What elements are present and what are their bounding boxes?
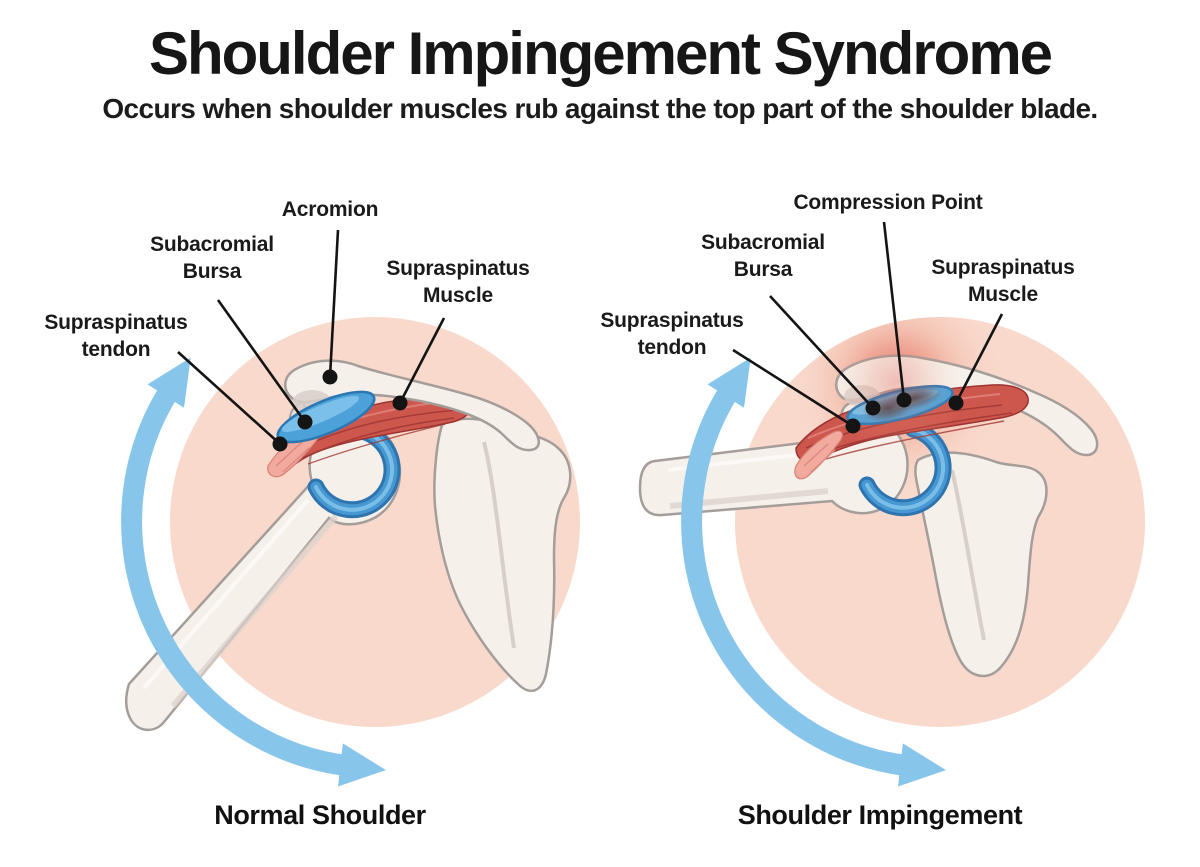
- leader-dots: [845, 392, 964, 434]
- leader-dot-muscle: [392, 395, 408, 411]
- leader-line-tendon: [732, 348, 854, 428]
- label-acromion: Acromion: [281, 198, 379, 221]
- leader-line-muscle: [954, 313, 1004, 404]
- leader-dot-muscle: [948, 395, 964, 411]
- leader-line-bursa: [769, 295, 874, 409]
- motion-arrow: [681, 357, 946, 787]
- label-supraspinatus-tendon: Supraspinatus tendon: [600, 309, 744, 359]
- label-subacromial-bursa: Subacromial Bursa: [701, 231, 825, 281]
- motion-arrow: [121, 357, 386, 787]
- leader-line-bursa: [216, 299, 307, 423]
- label-compression-point: Compression Point: [793, 191, 983, 214]
- scapula-ridge: [482, 441, 516, 649]
- leader-dot-acromion: [322, 369, 338, 385]
- page-subtitle: Occurs when shoulder muscles rub against…: [102, 93, 1098, 124]
- leader-line-acromion: [328, 229, 340, 378]
- leader-lines: [732, 221, 1004, 428]
- caption-normal-shoulder: Normal Shoulder: [214, 800, 426, 830]
- leader-dot-tendon: [272, 436, 288, 452]
- leader-dots: [272, 369, 408, 452]
- leader-dot-bursa: [865, 400, 881, 416]
- label-supraspinatus-muscle: Supraspinatus Muscle: [931, 256, 1075, 306]
- scapula-ridge: [950, 469, 986, 641]
- leader-dot-bursa: [297, 414, 313, 430]
- leader-dot-compression: [896, 392, 912, 408]
- label-subacromial-bursa: Subacromial Bursa: [150, 233, 274, 283]
- label-supraspinatus-muscle: Supraspinatus Muscle: [386, 257, 530, 307]
- panel-shoulder-impingement: Compression Point Subacromial Bursa Supr…: [600, 170, 1160, 850]
- leader-line-tendon: [177, 351, 281, 445]
- leader-line-muscle: [398, 317, 446, 404]
- leader-lines: [177, 229, 446, 445]
- normal-shoulder-illustration: [121, 229, 580, 787]
- leader-line-compression: [882, 221, 906, 401]
- impingement-shoulder-illustration: [638, 221, 1145, 787]
- caption-shoulder-impingement: Shoulder Impingement: [737, 800, 1023, 830]
- page-title: Shoulder Impingement Syndrome: [148, 20, 1053, 87]
- leader-dot-tendon: [845, 418, 861, 434]
- panel-normal-shoulder: Acromion Subacromial Bursa Supraspinatus…: [40, 170, 600, 850]
- label-supraspinatus-tendon: Supraspinatus tendon: [44, 311, 188, 361]
